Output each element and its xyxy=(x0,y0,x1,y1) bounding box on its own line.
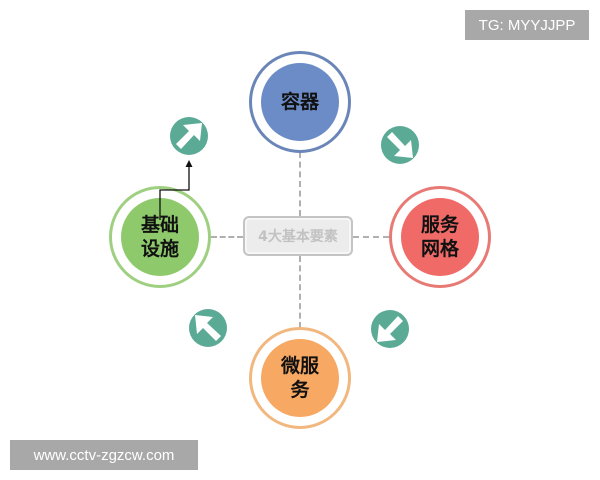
connector-right xyxy=(353,236,389,238)
watermark-top-right-text: TG: MYYJJPP xyxy=(478,16,576,34)
node-container-label: 容器 xyxy=(280,91,319,113)
connector-left xyxy=(211,236,243,238)
arrow-up-left-icon xyxy=(189,309,227,347)
center-label: 4大基本要素 xyxy=(258,229,338,245)
pointer-line-icon xyxy=(159,160,193,220)
node-service-mesh-label-1: 服务 xyxy=(420,214,459,236)
arrow-down-right-icon xyxy=(381,126,419,164)
arrow-up-right-icon xyxy=(170,117,208,155)
connector-bottom xyxy=(299,256,301,328)
node-microservice: 微服 务 xyxy=(249,327,351,429)
node-infrastructure-label-1: 基础 xyxy=(140,214,179,236)
node-container: 容器 xyxy=(249,51,351,153)
connector-top xyxy=(299,152,301,216)
watermark-bottom-left: www.cctv-zgzcw.com xyxy=(10,440,198,470)
watermark-top-right: TG: MYYJJPP xyxy=(465,10,589,40)
arrow-down-left-icon xyxy=(371,310,409,348)
node-service-mesh-label-2: 网格 xyxy=(420,238,459,260)
watermark-bottom-left-text: www.cctv-zgzcw.com xyxy=(33,446,175,464)
center-label-box: 4大基本要素 xyxy=(243,216,353,256)
node-microservice-label-1: 微服 xyxy=(280,355,319,377)
node-infrastructure-label-2: 设施 xyxy=(140,238,179,260)
node-service-mesh: 服务 网格 xyxy=(389,186,491,288)
node-microservice-label-2: 务 xyxy=(290,379,310,401)
